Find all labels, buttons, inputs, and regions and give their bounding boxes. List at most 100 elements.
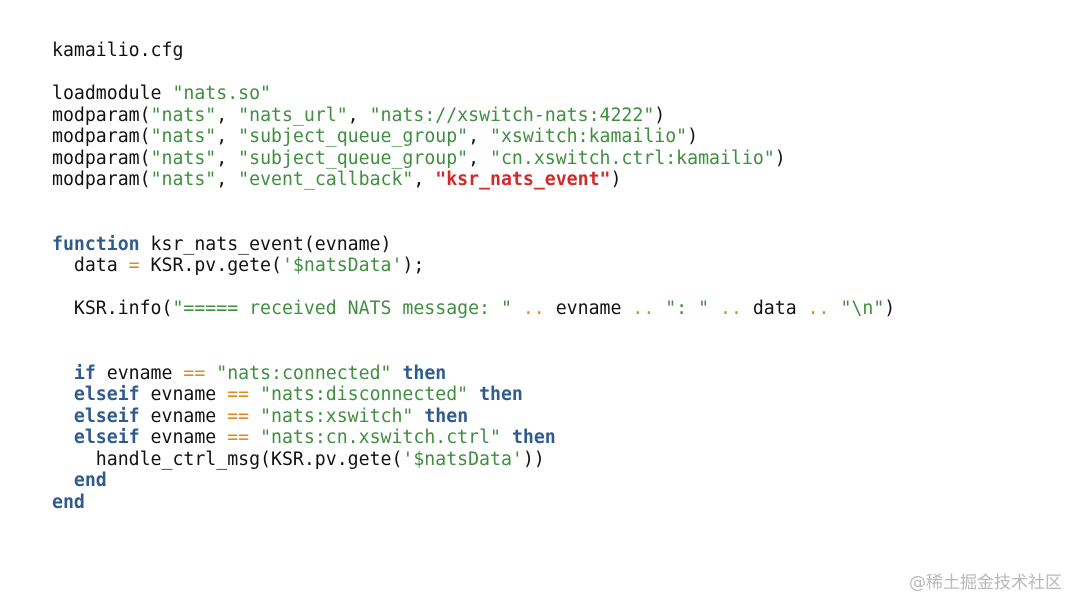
code-token <box>830 298 841 319</box>
code-token: KSR.info( <box>52 298 173 319</box>
code-token: "nats" <box>150 169 217 190</box>
code-token: " <box>599 169 611 190</box>
blank-line <box>52 212 895 234</box>
blank-line <box>52 320 895 342</box>
code-line: end <box>52 470 895 492</box>
code-token: end <box>73 470 107 491</box>
code-token: ksr_nats_event <box>446 169 600 190</box>
code-token: "nats:cn.xswitch.ctrl" <box>260 427 501 448</box>
code-token: evname <box>139 384 228 405</box>
code-token: == <box>227 427 250 448</box>
code-line: elseif evname == "nats:cn.xswitch.ctrl" … <box>52 427 895 449</box>
blank-line <box>52 62 895 84</box>
code-token: ) <box>687 126 699 147</box>
code-token: .. <box>807 298 830 319</box>
code-token: , <box>216 126 239 147</box>
code-token <box>52 384 74 405</box>
code-token: ) <box>610 169 622 190</box>
code-token <box>249 427 260 448</box>
code-token: "===== received NATS message: " <box>172 298 512 319</box>
file-title: kamailio.cfg <box>52 40 184 61</box>
blank-line <box>52 341 895 363</box>
code-token: ) <box>654 104 666 126</box>
code-token <box>709 298 720 319</box>
code-token <box>52 470 74 491</box>
code-token: , <box>413 169 436 190</box>
code-token: , <box>468 147 491 169</box>
code-token: elseif <box>73 384 140 405</box>
code-token: then <box>424 405 469 427</box>
code-token: modparam( <box>52 147 151 169</box>
code-token: elseif <box>73 427 140 448</box>
code-token: "event_callback" <box>238 169 414 190</box>
code-token: "nats:xswitch" <box>260 405 414 427</box>
code-token: function <box>52 233 140 255</box>
code-token: "nats_url" <box>238 104 348 126</box>
code-token <box>52 427 74 448</box>
code-token: .. <box>632 298 655 319</box>
code-line: KSR.info("===== received NATS message: "… <box>52 298 895 320</box>
code-token: , <box>468 126 491 147</box>
code-line: data = KSR.pv.gete('$natsData'); <box>52 255 895 277</box>
code-line: modparam("nats", "subject_queue_group", … <box>52 148 895 170</box>
code-token: then <box>479 384 523 405</box>
code-line: loadmodule "nats.so" <box>52 83 895 105</box>
code-token: '$natsData' <box>402 448 523 470</box>
code-token <box>52 406 74 427</box>
code-token: ) <box>884 298 896 319</box>
code-token: evname <box>95 362 184 384</box>
code-token: "nats:connected" <box>216 362 392 384</box>
code-token: handle_ctrl_msg(KSR.pv.gete( <box>52 448 403 470</box>
code-token: evname <box>139 427 228 448</box>
blank-line <box>52 191 895 213</box>
code-token: KSR.pv.gete( <box>139 255 282 276</box>
code-line: handle_ctrl_msg(KSR.pv.gete('$natsData')… <box>52 449 895 471</box>
code-line: function ksr_nats_event(evname) <box>52 234 895 256</box>
code-token <box>413 406 424 427</box>
code-token: data <box>741 298 808 319</box>
code-token: ) <box>774 147 786 169</box>
code-token: .. <box>720 298 742 319</box>
code-token: "cn.xswitch.ctrl:kamailio" <box>490 147 775 169</box>
code-token: evname <box>544 298 633 319</box>
code-token: , <box>216 104 239 126</box>
code-token: == <box>183 362 206 384</box>
code-token: elseif <box>73 405 140 427</box>
code-token: "xswitch:kamailio" <box>490 126 688 147</box>
code-token: modparam( <box>52 126 151 147</box>
code-token: "\n" <box>840 298 885 319</box>
code-token: .. <box>522 298 545 319</box>
code-token: "nats.so" <box>172 83 272 104</box>
code-token: , <box>216 147 239 169</box>
code-token: ": " <box>665 298 710 319</box>
blank-line <box>52 277 895 299</box>
code-line: elseif evname == "nats:xswitch" then <box>52 406 895 428</box>
code-token: then <box>511 427 556 448</box>
code-token: == <box>227 405 250 427</box>
code-token: if <box>73 362 96 384</box>
code-token: end <box>52 491 85 513</box>
code-token: , <box>347 104 370 126</box>
code-token: ksr_nats_event(evname) <box>139 233 392 255</box>
code-token: " <box>435 169 447 190</box>
code-token: = <box>128 255 140 276</box>
code-token <box>654 298 665 319</box>
code-token <box>249 406 260 427</box>
code-token <box>249 384 260 405</box>
code-token <box>501 427 512 448</box>
code-line: modparam("nats", "event_callback", "ksr_… <box>52 169 895 191</box>
code-token <box>512 298 523 319</box>
code-token <box>468 384 479 405</box>
code-line: modparam("nats", "subject_queue_group", … <box>52 126 895 148</box>
code-token: , <box>216 169 239 190</box>
code-token: )) <box>522 448 545 470</box>
code-token: "subject_queue_group" <box>238 147 469 169</box>
code-token: "nats" <box>150 126 217 147</box>
code-token: "nats://xswitch-nats:4222" <box>369 104 655 126</box>
code-line: modparam("nats", "nats_url", "nats://xsw… <box>52 105 895 127</box>
code-token: modparam( <box>52 169 151 190</box>
code-token <box>391 363 402 384</box>
code-token: '$natsData' <box>281 255 403 276</box>
code-token: data <box>52 255 129 276</box>
code-token: "nats" <box>150 104 217 126</box>
